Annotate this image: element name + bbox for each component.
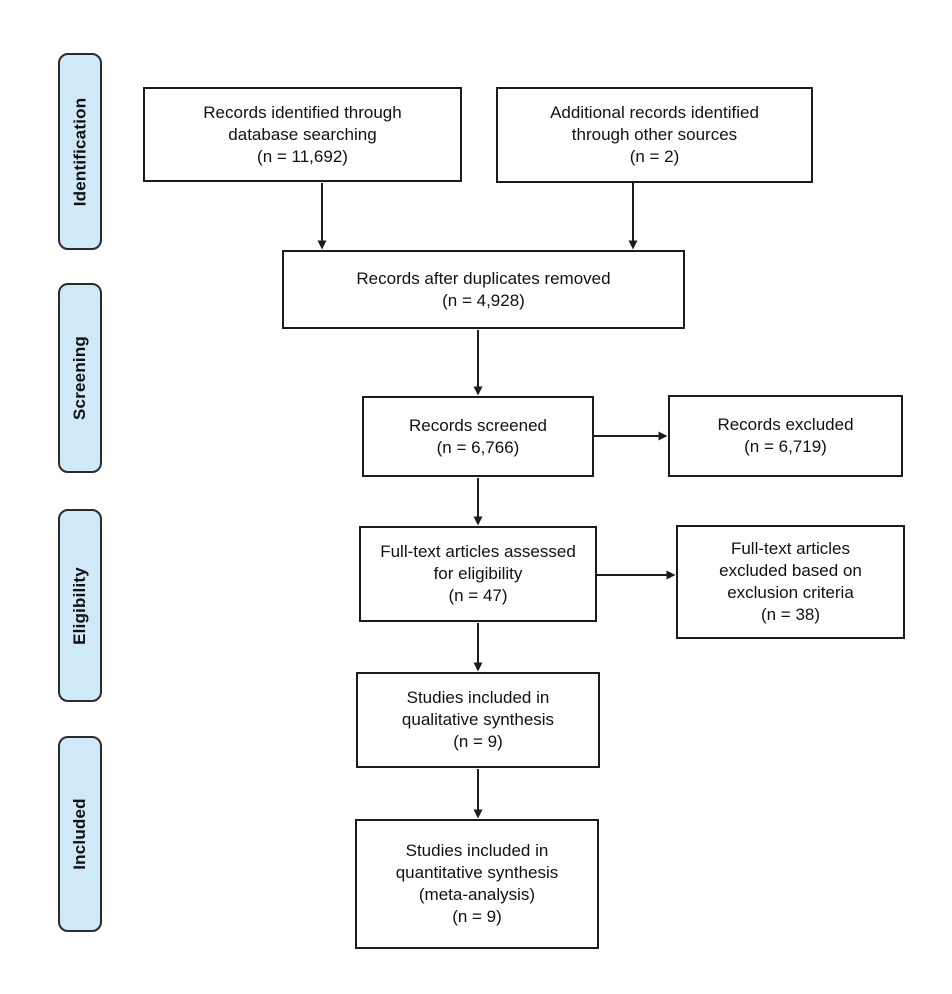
flow-box-text: Full-text articles assessed for eligibil…	[380, 542, 576, 605]
flow-box-text: Records excluded (n = 6,719)	[717, 415, 854, 456]
stage-label-eligibility: Eligibility	[58, 509, 102, 702]
flow-box-text: Records screened (n = 6,766)	[409, 415, 547, 457]
flow-box-text: Full-text articles excluded based on exc…	[719, 539, 862, 624]
stage-label-text: Included	[70, 798, 89, 870]
flow-box-additional-records: Additional records identified through ot…	[496, 87, 813, 183]
flow-box-fulltext-assessed: Full-text articles assessed for eligibil…	[359, 526, 597, 622]
flow-box-records-excluded: Records excluded (n = 6,719)	[668, 395, 903, 477]
stage-label-identification: Identification	[58, 53, 102, 250]
flow-box-text: Studies included in qualitative synthesi…	[401, 688, 555, 751]
stage-label-text: Identification	[70, 97, 90, 206]
flow-box-duplicates-removed: Records after duplicates removed (n = 4,…	[282, 250, 685, 329]
stage-label-included: Included	[58, 736, 102, 932]
flow-box-records-screened: Records screened (n = 6,766)	[362, 396, 594, 477]
stage-label-text: Screening	[70, 336, 89, 420]
flow-box-fulltext-excluded: Full-text articles excluded based on exc…	[676, 525, 905, 639]
flow-box-text: Records after duplicates removed (n = 4,…	[356, 268, 611, 310]
stage-label-text: Eligibility	[70, 566, 90, 645]
flow-box-records-identified: Records identified through database sear…	[143, 87, 462, 182]
flow-box-quantitative-synthesis: Studies included in quantitative synthes…	[355, 819, 599, 949]
flow-box-qualitative-synthesis: Studies included in qualitative synthesi…	[356, 672, 600, 768]
stage-label-screening: Screening	[58, 283, 102, 473]
flow-box-text: Additional records identified through ot…	[550, 103, 759, 166]
flow-box-text: Records identified through database sear…	[203, 102, 402, 166]
flow-box-text: Studies included in quantitative synthes…	[395, 841, 559, 926]
